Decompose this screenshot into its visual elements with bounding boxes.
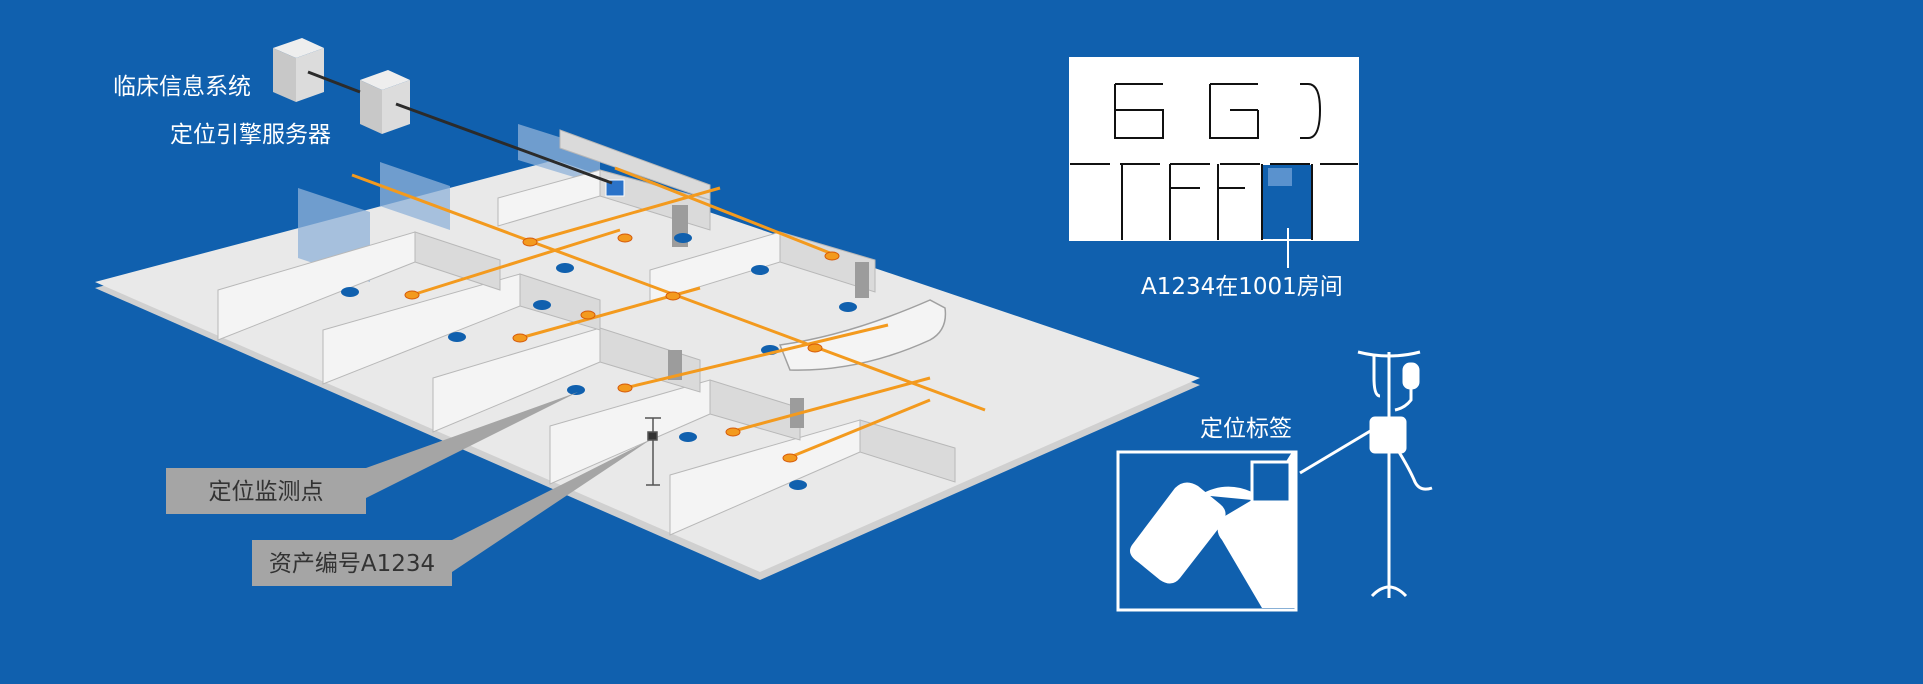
monitor-point-callout bbox=[166, 468, 366, 514]
engine-server-label: 定位引擎服务器 bbox=[170, 122, 331, 148]
wall bbox=[559, 129, 711, 201]
server-icon bbox=[273, 38, 324, 102]
wall bbox=[709, 379, 801, 441]
nurse-desk bbox=[778, 299, 947, 371]
wall bbox=[779, 231, 876, 293]
sensor-icon bbox=[567, 385, 585, 395]
asset-number-label: 资产编号A1234 bbox=[269, 551, 435, 577]
sensor-icon bbox=[839, 302, 857, 312]
sensor-icon bbox=[751, 265, 769, 275]
monitor-point-label: 定位监测点 bbox=[209, 479, 324, 505]
callout-pointer bbox=[452, 440, 650, 572]
door-icon bbox=[668, 350, 682, 380]
locator-tag-label: 定位标签 bbox=[1200, 416, 1292, 442]
sensor-icon bbox=[341, 287, 359, 297]
tag-device-icon bbox=[1250, 460, 1292, 504]
locator-tag-panel bbox=[1116, 450, 1298, 612]
iv-pole-icon bbox=[645, 417, 661, 486]
beacons bbox=[404, 233, 840, 463]
server-link bbox=[307, 70, 361, 94]
callout-pointer bbox=[366, 392, 578, 498]
wall bbox=[859, 419, 956, 483]
room-status-label: A1234在1001房间 bbox=[1141, 274, 1343, 300]
door-icon bbox=[855, 262, 869, 298]
clinical-system-label: 临床信息系统 bbox=[113, 74, 251, 100]
iv-pole-icon bbox=[1357, 350, 1433, 598]
room-map bbox=[1067, 55, 1361, 268]
tag-marker bbox=[1268, 168, 1292, 186]
sensor-icon bbox=[533, 300, 551, 310]
locator-tag-icon bbox=[1130, 482, 1226, 584]
floor-plan bbox=[95, 124, 1200, 580]
server-icon bbox=[360, 70, 410, 134]
sensor-icon bbox=[556, 263, 574, 273]
sensor-icon bbox=[674, 233, 692, 243]
asset-number-callout bbox=[252, 540, 452, 586]
server-link bbox=[395, 102, 613, 185]
tag-link bbox=[1299, 428, 1373, 475]
monitor-points bbox=[341, 233, 857, 490]
glass-panel bbox=[380, 162, 450, 230]
sensor-icon bbox=[789, 480, 807, 490]
sensor-icon bbox=[448, 332, 466, 342]
sensor-icon bbox=[679, 432, 697, 442]
